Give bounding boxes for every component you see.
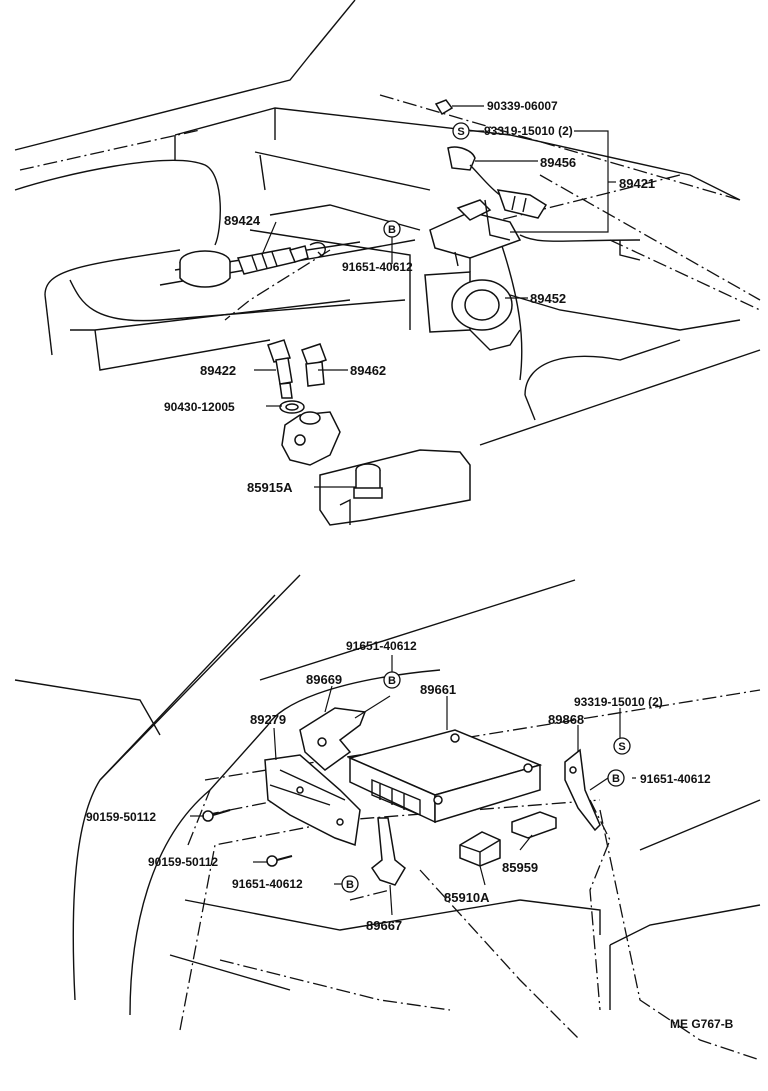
top-leaders	[254, 105, 616, 488]
label-91651-40612-bottom-right: 91651-40612	[640, 772, 711, 786]
b-symbol-top: B	[383, 220, 401, 238]
gasket-90430	[279, 400, 305, 414]
switch-89462	[301, 343, 327, 387]
label-91651-40612-top: 91651-40612	[342, 260, 413, 274]
label-89279: 89279	[250, 712, 286, 727]
b-symbol-bottom-top: B	[383, 671, 401, 689]
vsv-assembly-89421	[429, 146, 548, 272]
label-89667: 89667	[366, 918, 402, 933]
label-85915A: 85915A	[247, 480, 293, 495]
bracket-89279	[264, 754, 361, 847]
bottom-leaders	[190, 655, 636, 916]
label-85910A: 85910A	[444, 890, 490, 905]
engine-bay-outline	[14, 0, 761, 446]
label-90159-50112-a: 90159-50112	[86, 810, 156, 824]
label-93319-15010-bottom: 93319-15010 (2)	[574, 695, 663, 709]
label-89456: 89456	[540, 155, 576, 170]
label-90339-06007: 90339-06007	[487, 99, 558, 113]
label-89669: 89669	[306, 672, 342, 687]
bolt-90159-a	[202, 809, 231, 822]
label-89424: 89424	[224, 213, 261, 228]
label-90159-50112-b: 90159-50112	[148, 855, 218, 869]
label-89462: 89462	[350, 363, 386, 378]
diagram-code: ME G767-B	[670, 1017, 734, 1031]
svg-text:B: B	[346, 879, 354, 891]
svg-text:B: B	[388, 675, 396, 687]
label-85959: 85959	[502, 860, 538, 875]
svg-text:S: S	[457, 126, 464, 138]
svg-text:B: B	[388, 224, 396, 236]
svg-text:S: S	[618, 741, 625, 753]
label-89421: 89421	[619, 176, 655, 191]
relay-85910A	[459, 831, 501, 867]
temp-switch-89422	[267, 339, 293, 399]
b-symbol-bottom-right: B	[607, 769, 625, 787]
s-symbol-bottom: S	[613, 737, 631, 755]
bracket-89667	[370, 817, 406, 886]
label-91651-40612-bottom-top: 91651-40612	[346, 639, 417, 653]
reservoir-cap	[179, 250, 231, 288]
label-90430-12005: 90430-12005	[164, 400, 235, 414]
label-89868: 89868	[548, 712, 584, 727]
water-temp-sensor-89424	[236, 245, 309, 275]
label-93319-15010-top: 93319-15010 (2)	[484, 124, 573, 138]
ecu-89661	[347, 729, 543, 824]
label-89422: 89422	[200, 363, 236, 378]
bracket-89669	[299, 707, 367, 771]
bolt-90159-b	[266, 855, 293, 867]
label-89661: 89661	[420, 682, 456, 697]
svg-text:B: B	[612, 773, 620, 785]
s-symbol-top: S	[452, 122, 470, 140]
sensor-85915A	[353, 463, 383, 499]
wire-clip	[309, 241, 326, 257]
interior-outline	[14, 574, 761, 1061]
housing-block	[281, 411, 341, 466]
b-symbol-bottom-left: B	[341, 875, 359, 893]
relay-85959	[511, 811, 557, 839]
bracket-89868	[564, 748, 601, 832]
label-89452: 89452	[530, 291, 566, 306]
distributor-sensor-89452	[424, 271, 521, 351]
label-91651-40612-bottom-left: 91651-40612	[232, 877, 303, 891]
screw-90339	[434, 99, 454, 116]
